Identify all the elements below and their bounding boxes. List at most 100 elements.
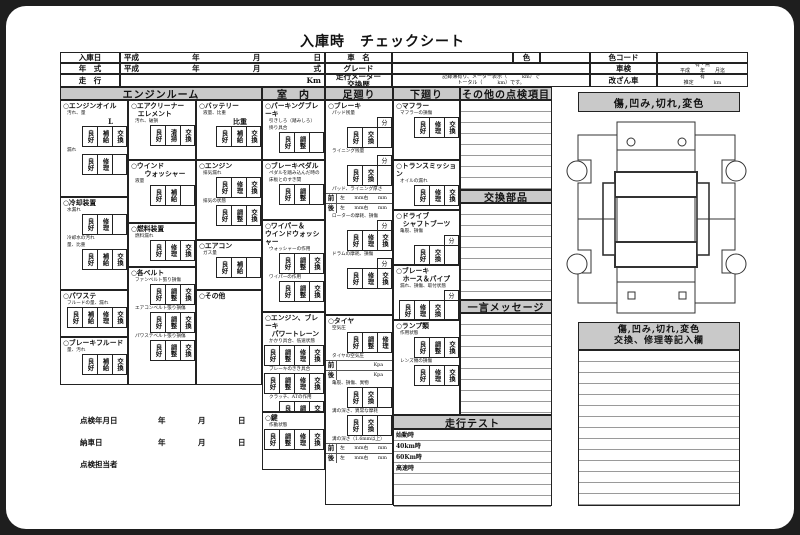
header-cell-field[interactable]: 有・無 平成 年 月迄 <box>657 63 748 74</box>
check-box[interactable]: 調整 <box>294 132 309 153</box>
check-box[interactable] <box>377 415 392 436</box>
check-box[interactable]: 交換 <box>444 365 459 386</box>
check-box[interactable]: 修理 <box>294 345 309 366</box>
check-box[interactable]: 交換 <box>309 373 324 394</box>
check-box[interactable]: 良好 <box>347 127 362 148</box>
check-box[interactable]: 良好 <box>414 185 429 206</box>
check-box[interactable] <box>309 132 324 153</box>
check-box[interactable]: 良好 <box>216 126 231 147</box>
check-box[interactable]: 補給 <box>231 126 246 147</box>
check-box[interactable]: 調整 <box>279 429 294 450</box>
check-box[interactable] <box>444 300 459 319</box>
check-box[interactable]: 交換 <box>309 281 324 302</box>
check-box[interactable]: 修理 <box>377 332 392 353</box>
check-box[interactable]: 良好 <box>216 257 231 278</box>
check-box[interactable] <box>377 127 392 148</box>
check-box[interactable]: 調整 <box>429 337 444 358</box>
header-cell-field[interactable] <box>392 52 513 63</box>
check-box[interactable]: 修理 <box>414 300 429 319</box>
check-box[interactable]: 良好 <box>264 373 279 394</box>
check-box[interactable]: 良好 <box>414 337 429 358</box>
measurement-row[interactable]: 後左 mm右 mm <box>326 203 392 213</box>
road-test-row[interactable]: 60Km時 <box>394 452 551 463</box>
check-box[interactable]: 良好 <box>82 214 97 235</box>
check-box[interactable]: 清掃 <box>165 125 180 146</box>
check-box[interactable]: 交換 <box>112 249 127 270</box>
check-box[interactable]: 交換 <box>309 401 324 411</box>
measurement-row[interactable]: 後左 mm右 mm <box>326 453 392 463</box>
check-box[interactable]: 補給 <box>97 354 112 375</box>
footer-date-part[interactable]: 年 <box>158 438 166 447</box>
check-box[interactable] <box>246 257 261 278</box>
check-box[interactable]: 修理 <box>97 214 112 235</box>
check-box[interactable]: 良好 <box>347 165 362 186</box>
road-test-row[interactable] <box>394 485 551 496</box>
check-box[interactable]: 調整 <box>165 284 180 305</box>
header-cell-field[interactable]: 平成年月日 <box>120 52 325 63</box>
check-box[interactable]: 交換 <box>246 126 261 147</box>
check-box[interactable]: 修理 <box>231 177 246 198</box>
check-box[interactable]: 交換 <box>180 312 195 333</box>
check-box[interactable]: 交換 <box>444 117 459 138</box>
check-box[interactable]: 交換 <box>180 125 195 146</box>
check-box[interactable]: 良好 <box>279 253 294 274</box>
check-box[interactable]: 補給 <box>97 126 112 147</box>
check-box[interactable] <box>112 154 127 175</box>
check-box[interactable]: 交換 <box>180 240 195 261</box>
check-box[interactable]: 修理 <box>362 268 377 289</box>
check-box[interactable]: 補給 <box>82 307 97 328</box>
check-box[interactable]: 調整 <box>294 184 309 205</box>
road-test-row[interactable]: 始動時 <box>394 430 551 441</box>
check-box[interactable]: 交換 <box>362 387 377 408</box>
footer-date-part[interactable]: 月 <box>198 438 206 447</box>
check-box[interactable]: 良好 <box>279 401 294 411</box>
unit-box[interactable]: 分 <box>377 220 392 230</box>
check-box[interactable]: 良好 <box>347 415 362 436</box>
check-box[interactable]: 修理 <box>362 230 377 251</box>
check-box[interactable]: 交換 <box>180 340 195 361</box>
check-box[interactable]: 調整 <box>165 340 180 361</box>
header-cell-field[interactable]: 有 推定 km <box>657 74 748 87</box>
check-box[interactable]: 良好 <box>67 307 82 328</box>
check-box[interactable]: 良好 <box>150 185 165 206</box>
check-box[interactable]: 良好 <box>150 240 165 261</box>
check-box[interactable]: 修理 <box>429 185 444 206</box>
check-box[interactable]: 交換 <box>112 354 127 375</box>
check-box[interactable]: 良好 <box>82 126 97 147</box>
footer-date-part[interactable]: 日 <box>238 416 246 425</box>
check-box[interactable]: 良好 <box>414 117 429 138</box>
road-test-row[interactable] <box>394 496 551 507</box>
check-box[interactable]: 修理 <box>165 240 180 261</box>
check-box[interactable]: 調整 <box>231 205 246 226</box>
unit-box[interactable]: 分 <box>444 235 459 245</box>
check-box[interactable]: 補給 <box>231 257 246 278</box>
damage-notes-lines[interactable] <box>578 350 740 506</box>
check-box[interactable]: 交換 <box>246 177 261 198</box>
check-box[interactable]: 補給 <box>97 249 112 270</box>
check-box[interactable]: 良好 <box>347 268 362 289</box>
header-cell-field[interactable] <box>392 63 590 74</box>
header-cell-field[interactable]: Km <box>120 74 325 87</box>
check-box[interactable]: 調整 <box>279 345 294 366</box>
check-box[interactable]: 補給 <box>165 185 180 206</box>
measurement-row[interactable]: 前 Kpa <box>326 360 392 370</box>
check-box[interactable]: 交換 <box>112 307 127 328</box>
unit-box[interactable]: 分 <box>377 258 392 268</box>
check-box[interactable]: 交換 <box>362 165 377 186</box>
check-box[interactable]: 修理 <box>97 307 112 328</box>
check-box[interactable]: 交換 <box>309 253 324 274</box>
check-box[interactable]: 交換 <box>362 127 377 148</box>
check-box[interactable]: 交換 <box>309 429 324 450</box>
check-box[interactable]: 良好 <box>150 312 165 333</box>
check-box[interactable]: 修理 <box>97 154 112 175</box>
footer-date-part[interactable]: 日 <box>238 438 246 447</box>
check-box[interactable]: 交換 <box>444 337 459 358</box>
header-cell-field[interactable]: 記録簿有り、メーター表示（ km）で トータル（ km）です。 <box>392 74 590 87</box>
unit-box[interactable]: 分 <box>377 117 392 127</box>
check-box[interactable]: 良好 <box>216 205 231 226</box>
check-box[interactable]: 良好 <box>347 332 362 353</box>
check-box[interactable]: 良好 <box>414 245 429 264</box>
check-box[interactable]: 良好 <box>347 387 362 408</box>
check-box[interactable]: 良好 <box>264 429 279 450</box>
check-box[interactable]: 修理 <box>294 373 309 394</box>
